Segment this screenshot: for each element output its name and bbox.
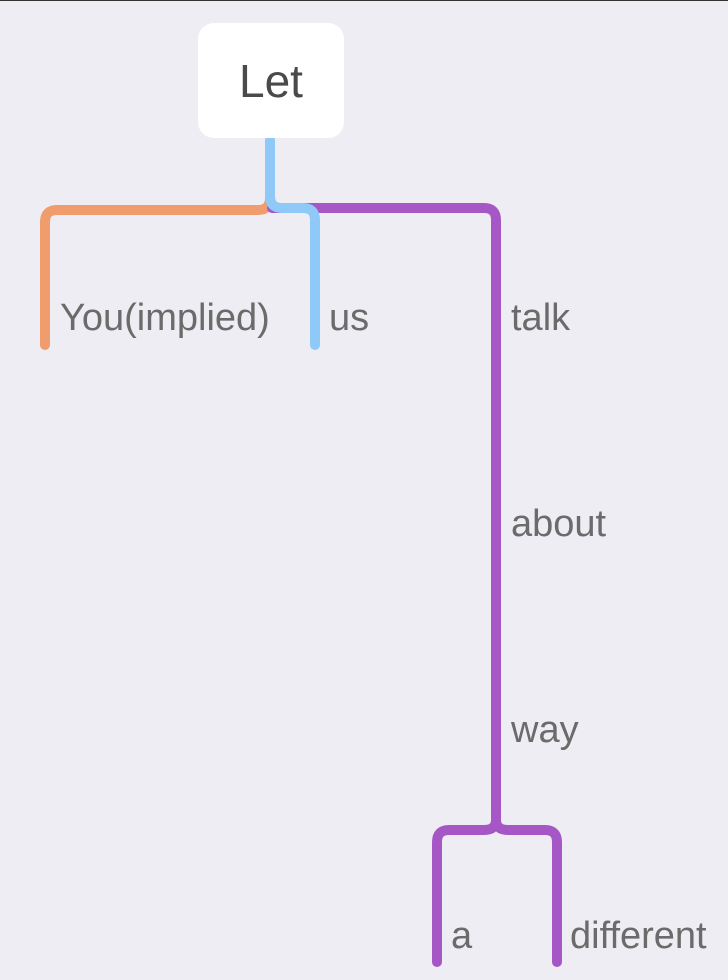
adj-branch-line [491,815,562,967]
prep-word: about [511,503,607,545]
subject-word: You(implied) [60,297,270,339]
object-word: us [329,297,370,339]
noun-word: way [511,709,579,751]
verb-word: talk [511,297,571,339]
top-border [0,0,728,1]
object-branch-line [265,135,320,350]
det-word: a [451,915,473,957]
verb-branch-line [267,203,501,825]
root-label: Let [239,54,303,107]
root-node: Let [198,23,344,138]
adj-word: different [570,915,707,957]
